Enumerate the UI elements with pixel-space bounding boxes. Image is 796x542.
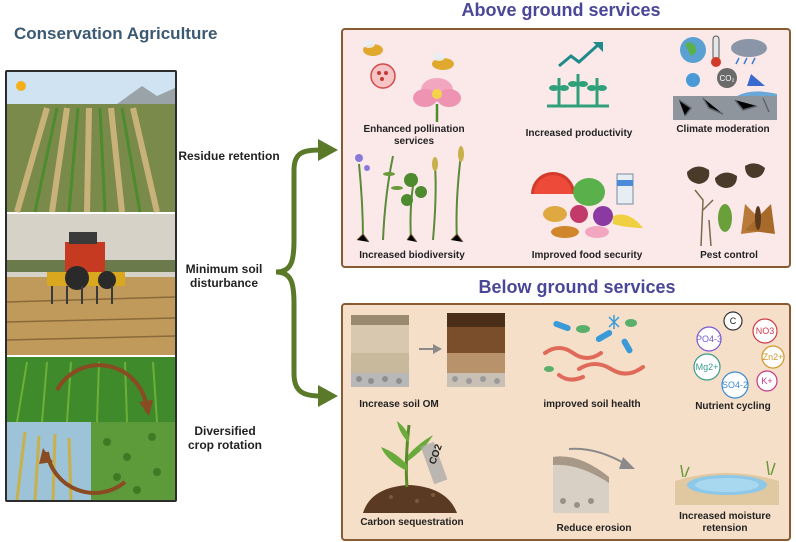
svg-text:CO₂: CO₂ [719,74,734,83]
nutrient-phosphate: PO4-3 [696,334,722,344]
service-label-erosion: Reduce erosion [556,523,632,534]
service-label-pest-control: Pest control [700,250,758,261]
erosion-icon [553,447,635,513]
moisture-pond-icon [675,460,779,505]
food-basket-icon [531,172,643,238]
soil-microbes-icon [543,315,645,382]
service-label-climate: Climate moderation [676,124,770,135]
above-ground-panel: Enhanced pollination services Increased … [341,28,791,268]
nutrient-nitrate: NO3 [756,326,775,336]
crop-rotation-photo [7,357,175,500]
nutrient-sulfate: SO4-2 [722,380,748,390]
practice-label-residue: Residue retention [178,149,280,163]
nutrient-zinc: Zn2+ [763,352,784,362]
service-label-soil-om: Increase soil OM [359,399,439,410]
climate-icon: CO₂ [673,35,777,120]
bee-flower-icon [363,40,461,122]
below-ground-title: Below ground services [478,277,676,297]
bracket-arrows [275,139,338,407]
biodiversity-plants-icon [355,146,464,243]
practice-photo-strip [5,70,177,502]
residue-retention-photo [7,72,175,213]
practice-label-tillage: Minimum soil disturbance [185,262,263,290]
service-label-biodiversity: Increased biodiversity [359,250,465,261]
nutrient-bubbles-icon: C PO4-3 NO3 Mg2+ Zn2+ SO4-2 K+ [693,311,785,399]
pest-control-icon [687,163,775,246]
nutrient-potassium: K+ [761,376,772,386]
carbon-sequestration-icon: CO2 [363,421,457,513]
service-label-nutrient-cycling: Nutrient cycling [695,401,771,412]
page-title: Conservation Agriculture [14,24,218,43]
below-ground-panel: Increase soil OM improved soil health C … [341,303,791,541]
service-label-productivity: Increased productivity [525,128,633,139]
soil-layers-icon [351,313,505,387]
service-label-pollination: Enhanced pollination services [363,124,465,147]
above-ground-title: Above ground services [461,0,661,20]
service-label-moisture: Increased moisture retension [679,511,771,534]
productivity-growth-icon [547,42,609,108]
service-label-food-security: Improved food security [531,250,643,261]
tractor-photo [7,214,175,355]
service-label-carbon-sequestration: Carbon sequestration [360,517,464,528]
practice-label-rotation: Diversified crop rotation [188,424,262,452]
service-label-soil-health: improved soil health [543,399,641,410]
nutrient-magnesium: Mg2+ [696,362,719,372]
nutrient-carbon: C [730,316,737,326]
